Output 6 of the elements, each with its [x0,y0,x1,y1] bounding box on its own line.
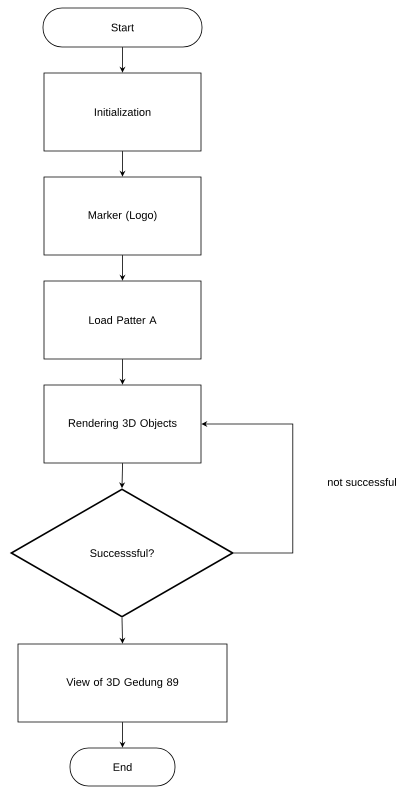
process-box: Marker (Logo) [44,176,202,256]
process-box: Rendering 3D Objects [44,384,202,464]
process-box: Initialization [44,72,202,152]
edge-label: not successful [326,476,398,488]
process-box: View of 3D Gedung 89 [18,644,228,722]
process-box: Load Patter A [44,280,202,360]
